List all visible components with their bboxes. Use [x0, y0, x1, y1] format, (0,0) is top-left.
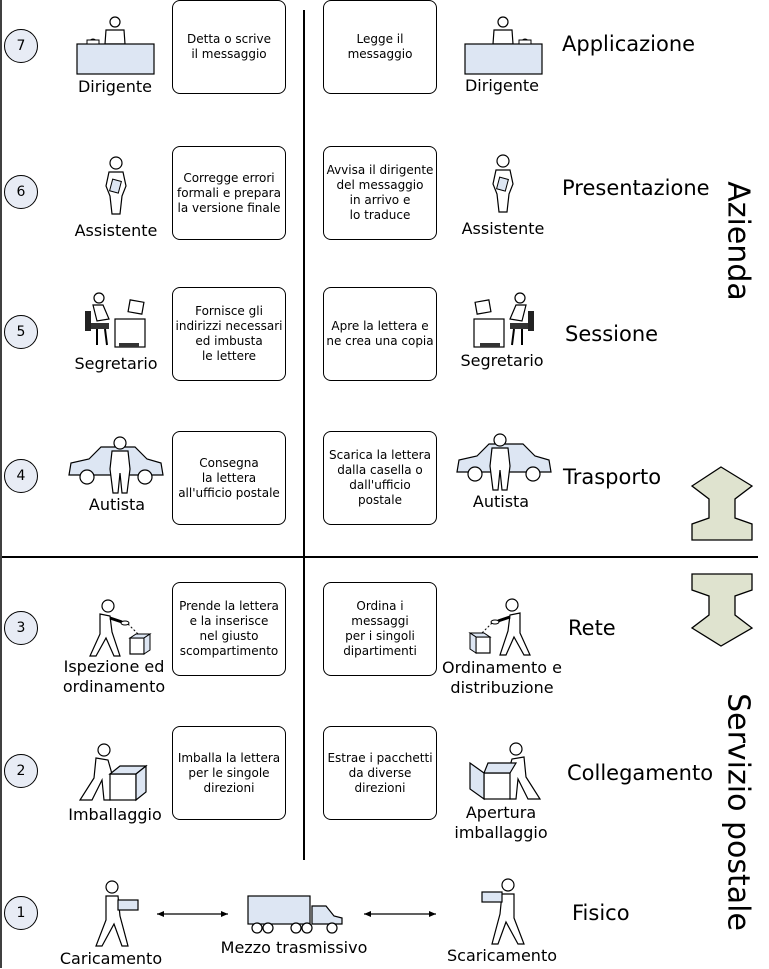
layer-5-right-task: Apre la lettera e ne crea una copia	[323, 287, 437, 381]
assistant-icon	[492, 154, 514, 213]
layer-4-left-role: Autista	[88, 495, 146, 514]
layer-2-left-role: Imballaggio	[68, 805, 162, 824]
layer-6-right-task: Avvisa il dirigente del messaggio in arr…	[323, 146, 437, 240]
layer-5-right-role: Segretario	[460, 351, 544, 370]
up-arrow	[690, 466, 754, 541]
layer-7-right-role: Dirigente	[464, 76, 540, 95]
driver-with-car-icon	[68, 436, 164, 494]
layer-4-left-task: Consegna la lettera all'ufficio postale	[172, 431, 286, 525]
layer-3-name: Rete	[568, 616, 616, 640]
inspecting-parcel-icon	[89, 599, 152, 657]
layer-5-left-role: Segretario	[74, 354, 158, 373]
layer-3-right-task: Ordina i messaggi per i singoli dipartim…	[323, 582, 437, 676]
layer-1-left-role: Caricamento	[59, 949, 163, 968]
layer-7-left-task: Detta o scrive il messaggio	[172, 0, 286, 94]
secretary-at-computer-icon	[473, 292, 534, 348]
layer-7-number: 7	[4, 29, 38, 63]
layer-1-number: 1	[4, 896, 38, 930]
layer-2-right-role: Apertura imballaggio	[454, 803, 548, 842]
layer-5-name: Sessione	[565, 322, 659, 346]
medium-label: Mezzo trasmissivo	[220, 938, 368, 957]
layer-7-name: Applicazione	[562, 32, 696, 56]
layer-4-number: 4	[4, 459, 38, 493]
assistant-icon	[105, 156, 127, 215]
layer-6-number: 6	[4, 175, 38, 209]
opening-box-icon	[469, 742, 542, 801]
secretary-at-computer-icon	[85, 292, 146, 348]
layer-4-name: Trasporto	[563, 465, 662, 489]
group-azienda: Azienda	[720, 181, 756, 301]
inspecting-parcel-icon	[468, 598, 531, 656]
group-servizio-postale: Servizio postale	[720, 693, 756, 931]
layer-4-right-role: Autista	[472, 492, 530, 511]
layer-2-number: 2	[4, 754, 38, 788]
layer-6-name: Presentazione	[562, 176, 710, 200]
layer-6-right-role: Assistente	[461, 219, 545, 238]
layer-3-left-role: Ispezione ed ordinamento	[62, 657, 166, 696]
layer-5-number: 5	[4, 315, 38, 349]
layer-2-left-task: Imballa la lettera per le singole direzi…	[172, 726, 286, 820]
layer-2-name: Collegamento	[567, 761, 714, 785]
layer-2-right-task: Estrae i pacchetti da diverse direzioni	[323, 726, 437, 820]
layer-6-left-task: Corregge errori formali e prepara la ver…	[172, 146, 286, 240]
layer-6-left-role: Assistente	[74, 221, 158, 240]
manager-at-desk-icon	[464, 16, 543, 75]
layer-3-number: 3	[4, 611, 38, 645]
driver-with-car-icon	[456, 433, 552, 491]
truck-icon	[247, 895, 343, 934]
layer-3-right-role: Ordinamento e distribuzione	[442, 658, 562, 697]
layer-3-left-task: Prende la lettera e la inserisce nel giu…	[172, 582, 286, 676]
layer-5-left-task: Fornisce gli indirizzi necessari ed imbu…	[172, 287, 286, 381]
layer-4-right-task: Scarica la lettera dalla casella o dall'…	[323, 431, 437, 525]
loading-person-icon	[95, 880, 139, 947]
packing-box-icon	[78, 743, 148, 802]
layer-1-right-role: Scaricamento	[446, 946, 558, 965]
manager-at-desk-icon	[76, 16, 155, 75]
down-arrow	[690, 573, 754, 647]
layer-7-left-role: Dirigente	[77, 77, 153, 96]
layer-7-right-task: Legge il messaggio	[323, 0, 437, 94]
layer-1-name: Fisico	[572, 901, 630, 925]
unloading-person-icon	[481, 878, 525, 945]
